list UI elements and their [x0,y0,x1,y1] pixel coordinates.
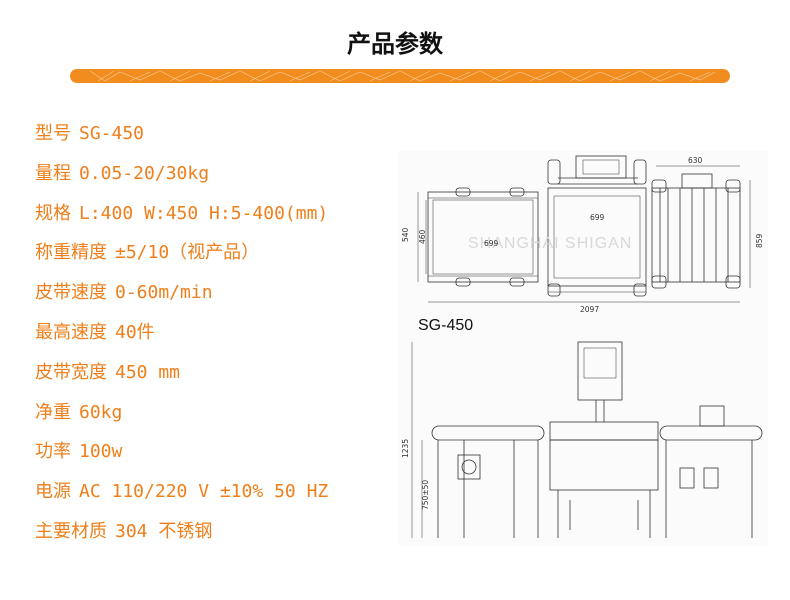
dimension-lines-bottom [411,342,423,538]
top-view-infeed-conveyor [427,187,539,287]
front-elevation [457,341,659,538]
drawing-canvas: SHANGHAI SHIGAN 630 699 699 2097 540 460… [401,155,764,538]
spec-row: 净重 60kg [35,398,395,438]
spec-label: 量程 [35,162,71,184]
spec-label: 功率 [35,441,71,463]
divider-pattern [89,70,716,82]
spec-value: SG-450 [79,123,145,144]
spec-value: 0.05-20/30kg [79,162,210,184]
reject-elevation [659,405,763,538]
spec-label: 型号 [35,123,71,144]
model-label: SG-450 [418,317,473,334]
spec-row: 皮带宽度 450 mm [35,358,395,398]
spec-row: 主要材质 304 不锈钢 [35,517,395,557]
spec-list: 型号 SG-450 量程 0.05-20/30kg 规格 L:400 W:450 H:… [35,119,395,557]
spec-value: 304 不锈钢 [115,520,213,542]
dim-859: 859 [755,233,764,248]
spec-row: 规格 L:400 W:450 H:5-400(mm) [35,199,395,239]
spec-row: 称重精度 ±5/10（视产品） [35,238,395,278]
spec-value: 0-60m/min [115,282,213,304]
technical-drawing: SHANGHAI SHIGAN 630 699 699 2097 540 460… [398,150,768,545]
dim-1235: 1235 [401,439,410,458]
spec-row: 型号 SG-450 [35,119,395,159]
spec-label: 皮带宽度 [35,361,107,383]
dim-630: 630 [688,156,703,165]
spec-value: 40件 [115,321,155,343]
spec-value: 100w [79,441,123,463]
spec-label: 皮带速度 [35,282,107,304]
spec-row: 功率 100w [35,437,395,477]
infeed-elevation [431,425,545,538]
spec-label: 主要材质 [35,520,107,542]
dim-699-top: 699 [590,213,605,222]
spec-value: AC 110/220 V ±10% 50 HZ [79,481,329,503]
dim-540: 540 [401,227,410,242]
spec-value: 60kg [79,401,123,423]
spec-label: 净重 [35,401,71,423]
spec-row: 电源 AC 110/220 V ±10% 50 HZ [35,477,395,517]
spec-label: 最高速度 [35,321,107,343]
drawing-watermark: SHANGHAI SHIGAN [468,235,632,252]
top-view-side-section [651,173,741,289]
page-title: 产品参数 [347,30,443,58]
spec-row: 最高速度 40件 [35,318,395,358]
spec-row: 量程 0.05-20/30kg [35,159,395,199]
dim-460: 460 [418,229,427,244]
spec-row: 皮带速度 0-60m/min [35,278,395,318]
spec-label: 规格 [35,202,71,224]
title-divider [70,69,730,83]
dim-750: 750±50 [421,480,430,510]
top-view-weigh-unit [547,155,647,297]
dimension-lines-top [417,165,751,303]
spec-label: 电源 [35,481,71,503]
dim-2097: 2097 [580,305,599,314]
spec-value: ±5/10（视产品） [115,242,260,264]
spec-value: 450 mm [115,361,181,383]
dim-699-left: 699 [484,239,499,248]
spec-value: L:400 W:450 H:5-400(mm) [79,202,329,224]
spec-label: 称重精度 [35,242,107,264]
